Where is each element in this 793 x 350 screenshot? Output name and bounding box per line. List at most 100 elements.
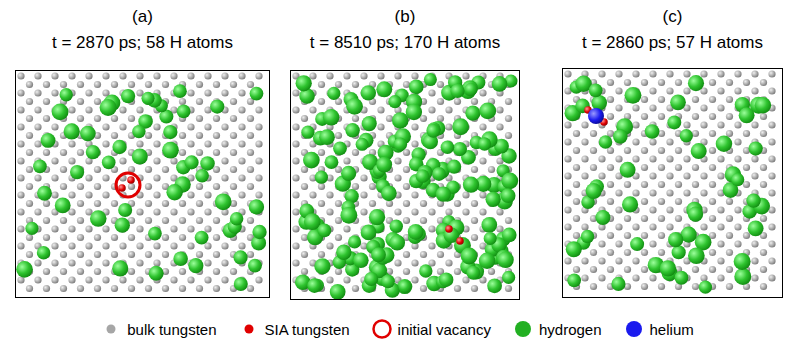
hydrogen-atom [645,124,660,139]
tungsten-atom [77,149,84,156]
hydrogen-atom [716,135,732,151]
tungsten-atom [411,72,418,79]
tungsten-atom [760,130,767,137]
tungsten-atom [632,274,639,281]
tungsten-atom [335,132,342,139]
tungsten-atom [94,98,101,105]
tungsten-atom [136,72,143,79]
tungsten-atom [119,72,126,79]
hydrogen-atom [613,129,628,144]
tungsten-atom [607,266,614,273]
tungsten-atom [238,89,245,96]
panel-frame [15,70,270,298]
tungsten-atom [632,189,639,196]
hydrogen-atom [502,271,515,284]
hydrogen-atom [33,160,47,174]
tungsten-atom [743,232,750,239]
tungsten-atom [496,208,503,215]
tungsten-atom [247,183,254,190]
tungsten-atom [292,225,299,232]
tungsten-atom [760,181,767,188]
tungsten-atom [343,157,350,164]
tungsten-atom [77,81,84,88]
legend-item: bulk tungsten [99,318,216,340]
tungsten-atom [68,72,75,79]
hydrogen-atom [390,220,403,233]
tungsten-atom [102,225,109,232]
tungsten-atom [292,259,299,266]
tungsten-atom [102,123,109,130]
hydrogen-atom [688,206,703,221]
tungsten-atom [204,123,211,130]
tungsten-atom [692,181,699,188]
tungsten-atom [102,259,109,266]
hydrogen-atom [502,228,517,243]
tungsten-atom [496,123,503,130]
tungsten-atom [590,283,597,290]
hydrogen-atom [432,167,446,181]
tungsten-atom [213,285,220,292]
tungsten-atom [394,72,401,79]
tungsten-atom [255,72,262,79]
tungsten-atom [675,198,682,205]
hydrogen-atom [132,149,148,165]
hydrogen-atom [325,155,339,169]
hydrogen-atom [376,81,392,97]
tungsten-atom [564,155,571,162]
tungsten-atom [318,251,325,258]
hydrogen-atom [296,75,312,91]
tungsten-atom [128,251,135,258]
tungsten-atom [85,276,92,283]
tungsten-atom [230,81,237,88]
tungsten-atom [649,87,656,94]
tungsten-atom [247,149,254,156]
tungsten-atom [666,70,673,77]
tungsten-atom [26,251,33,258]
tungsten-atom [85,106,92,113]
tungsten-atom [213,268,220,275]
hydrogen-atom [419,264,432,277]
tungsten-atom [641,181,648,188]
tungsten-atom [352,115,359,122]
tungsten-atom [488,268,495,275]
tungsten-atom [505,132,512,139]
tungsten-atom [213,115,220,122]
tungsten-atom [60,285,67,292]
legend-text: SIA tungsten [265,321,350,338]
tungsten-atom [196,251,203,258]
panel-letter: (c) [562,6,783,28]
tungsten-atom [301,183,308,190]
tungsten-atom [247,81,254,88]
hydrogen-atom [333,141,347,155]
tungsten-atom [428,208,435,215]
tungsten-atom [632,155,639,162]
hydrogen-atom [465,106,480,121]
tungsten-atom [221,123,228,130]
hydrogen-atom [566,241,582,257]
tungsten-atom [170,242,177,249]
hydrogen-atom [41,133,56,148]
tungsten-atom [564,257,571,264]
sia-atom [445,225,453,233]
tungsten-atom [119,276,126,283]
tungsten-atom [709,215,716,222]
hydrogen-atom [148,227,162,241]
tungsten-atom [726,79,733,86]
tungsten-atom [768,257,775,264]
tungsten-atom [717,274,724,281]
tungsten-atom [255,106,262,113]
hydrogen-atom [102,156,116,170]
tungsten-atom [675,79,682,86]
tungsten-atom [301,268,308,275]
tungsten-atom [760,113,767,120]
tungsten-atom [170,225,177,232]
tungsten-atom [641,215,648,222]
tungsten-atom [700,121,707,128]
legend-text: bulk tungsten [127,321,216,338]
tungsten-atom [17,157,24,164]
tungsten-atom [607,96,614,103]
hydrogen-atom [336,245,351,260]
tungsten-atom [292,106,299,113]
tungsten-atom [26,98,33,105]
tungsten-atom [318,149,325,156]
